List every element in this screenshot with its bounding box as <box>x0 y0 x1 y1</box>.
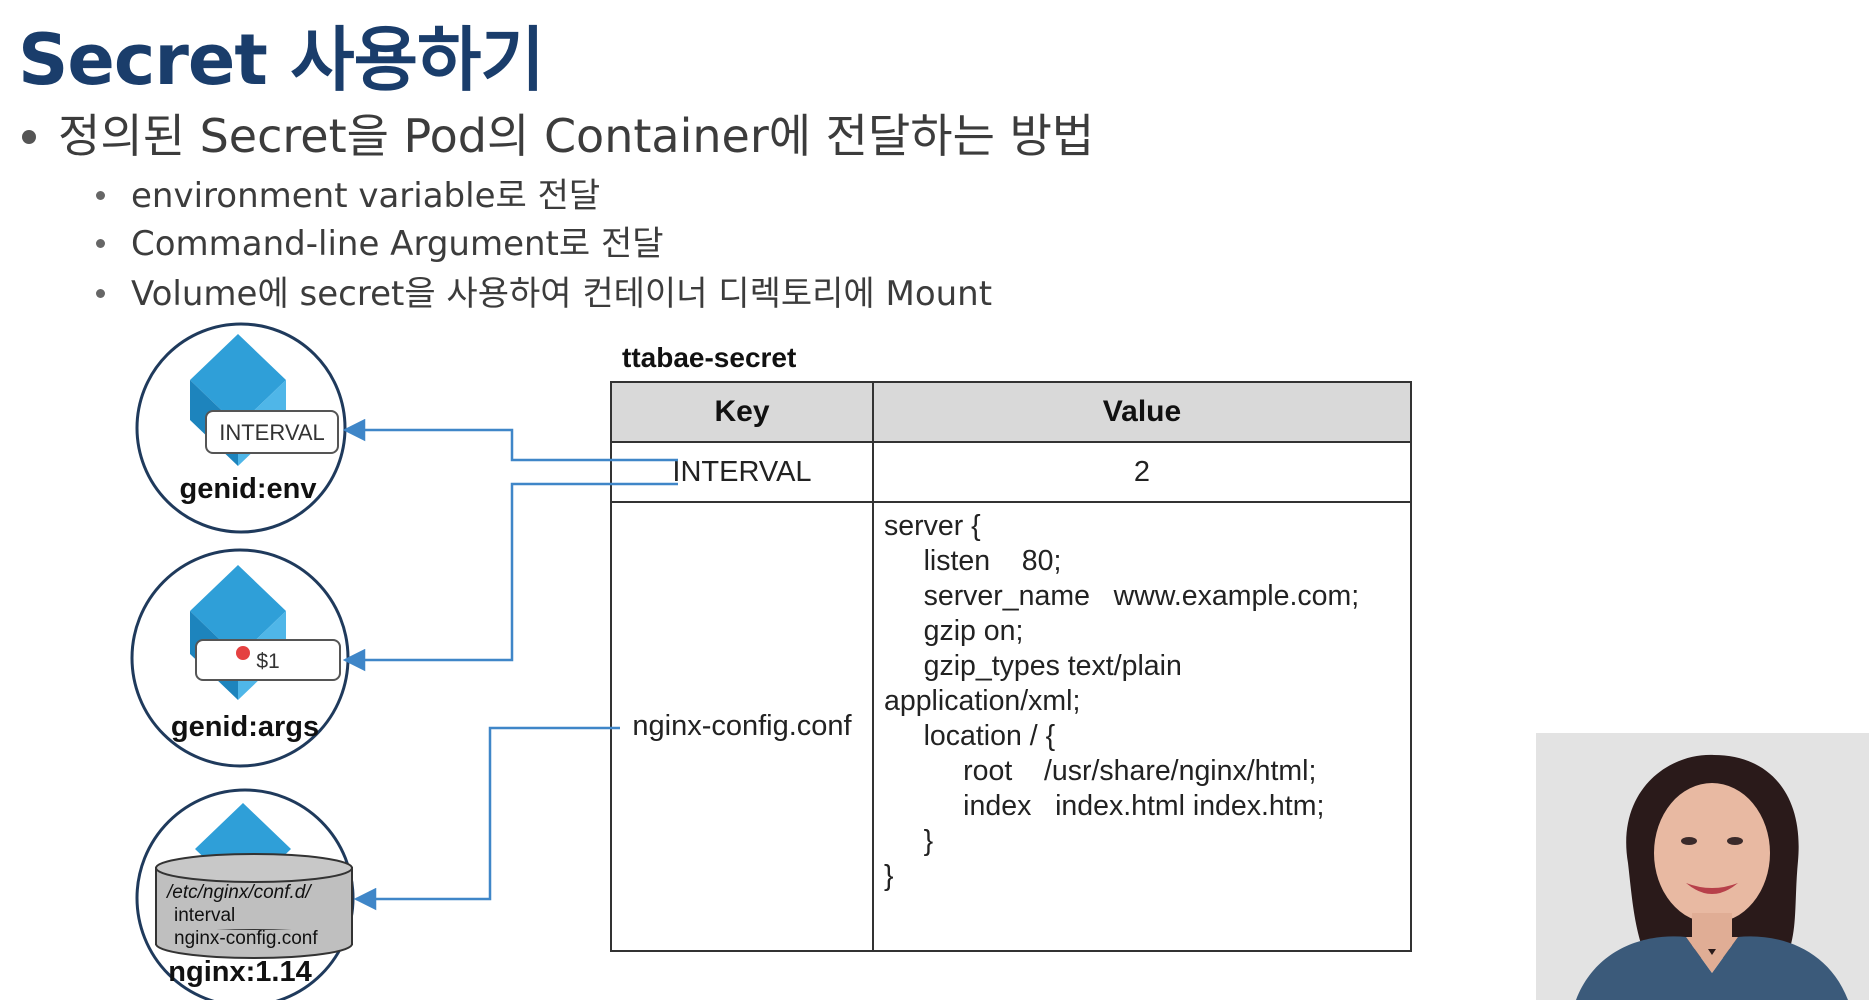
config-line: } <box>884 825 934 857</box>
config-line: location / { <box>884 720 1056 752</box>
bullet-dot-icon <box>96 239 105 248</box>
sub-bullet: Volume에 secret을 사용하여 컨테이너 디렉토리에 Mount <box>96 266 992 315</box>
sub-bullet: Command-line Argument로 전달 <box>96 216 664 265</box>
key-cell: nginx-config.conf <box>610 501 874 952</box>
main-bullet: 정의된 Secret을 Pod의 Container에 전달하는 방법 <box>22 100 1094 166</box>
config-line: root /usr/share/nginx/html; <box>884 755 1317 787</box>
config-line: index index.html index.htm; <box>884 790 1325 822</box>
sub-bullet-text: Command-line Argument로 전달 <box>131 224 664 264</box>
sub-bullet-text: Volume에 secret을 사용하여 컨테이너 디렉토리에 Mount <box>131 274 993 314</box>
presenter-silhouette-icon <box>1536 733 1869 1000</box>
connector-env <box>342 418 678 462</box>
secret-name: ttabae-secret <box>622 342 797 373</box>
pod-name: genid:env <box>180 473 317 505</box>
config-line: } <box>884 860 894 892</box>
pod-nginx: /etc/nginx/conf.d/ interval nginx-config… <box>135 788 355 1000</box>
table-row: nginx-config.conf server { listen 80; se… <box>610 501 1412 952</box>
table-header-row: Key Value <box>610 381 1412 443</box>
pod-genid-env: INTERVAL genid:env <box>135 322 347 534</box>
slide-title: Secret 사용하기 <box>18 19 545 101</box>
key-cell: INTERVAL <box>610 441 874 503</box>
cursor-dot-icon <box>236 646 250 660</box>
config-line: application/xml; <box>884 685 1081 717</box>
connector-args <box>342 482 678 672</box>
env-box <box>205 410 339 454</box>
pod-genid-args: $1 genid:args <box>130 548 350 768</box>
main-bullet-text: 정의된 Secret을 Pod의 Container에 전달하는 방법 <box>58 109 1095 163</box>
volume-cylinder-icon <box>155 853 353 959</box>
presenter-video <box>1536 733 1869 1000</box>
connector-volume <box>353 726 620 911</box>
header-value: Value <box>872 381 1412 443</box>
bullet-dot-icon <box>96 289 105 298</box>
bullet-dot-icon <box>22 129 36 144</box>
config-line: server_name www.example.com; <box>884 580 1360 612</box>
value-cell: 2 <box>872 441 1412 503</box>
config-line: listen 80; <box>884 545 1062 577</box>
args-box-label: $1 <box>256 650 279 673</box>
sub-bullet-text: environment variable로 전달 <box>131 176 601 216</box>
pod-name: nginx:1.14 <box>168 956 311 988</box>
table-row: INTERVAL 2 <box>610 441 1412 503</box>
bullet-dot-icon <box>96 191 105 200</box>
config-line: gzip on; <box>884 615 1024 647</box>
pod-name: genid:args <box>171 711 319 743</box>
volume-line: nginx-config.conf <box>174 928 318 949</box>
env-box-label: INTERVAL <box>219 420 325 445</box>
header-key: Key <box>610 381 874 443</box>
volume-line: interval <box>174 905 235 926</box>
sub-bullet: environment variable로 전달 <box>96 168 600 217</box>
volume-line: /etc/nginx/conf.d/ <box>165 882 312 903</box>
config-line: gzip_types text/plain <box>884 650 1182 682</box>
secret-table: Key Value INTERVAL 2 nginx-config.conf s… <box>610 381 1412 952</box>
args-box <box>195 639 341 681</box>
config-value-cell: server { listen 80; server_name www.exam… <box>872 501 1412 952</box>
config-line: server { <box>884 510 981 542</box>
